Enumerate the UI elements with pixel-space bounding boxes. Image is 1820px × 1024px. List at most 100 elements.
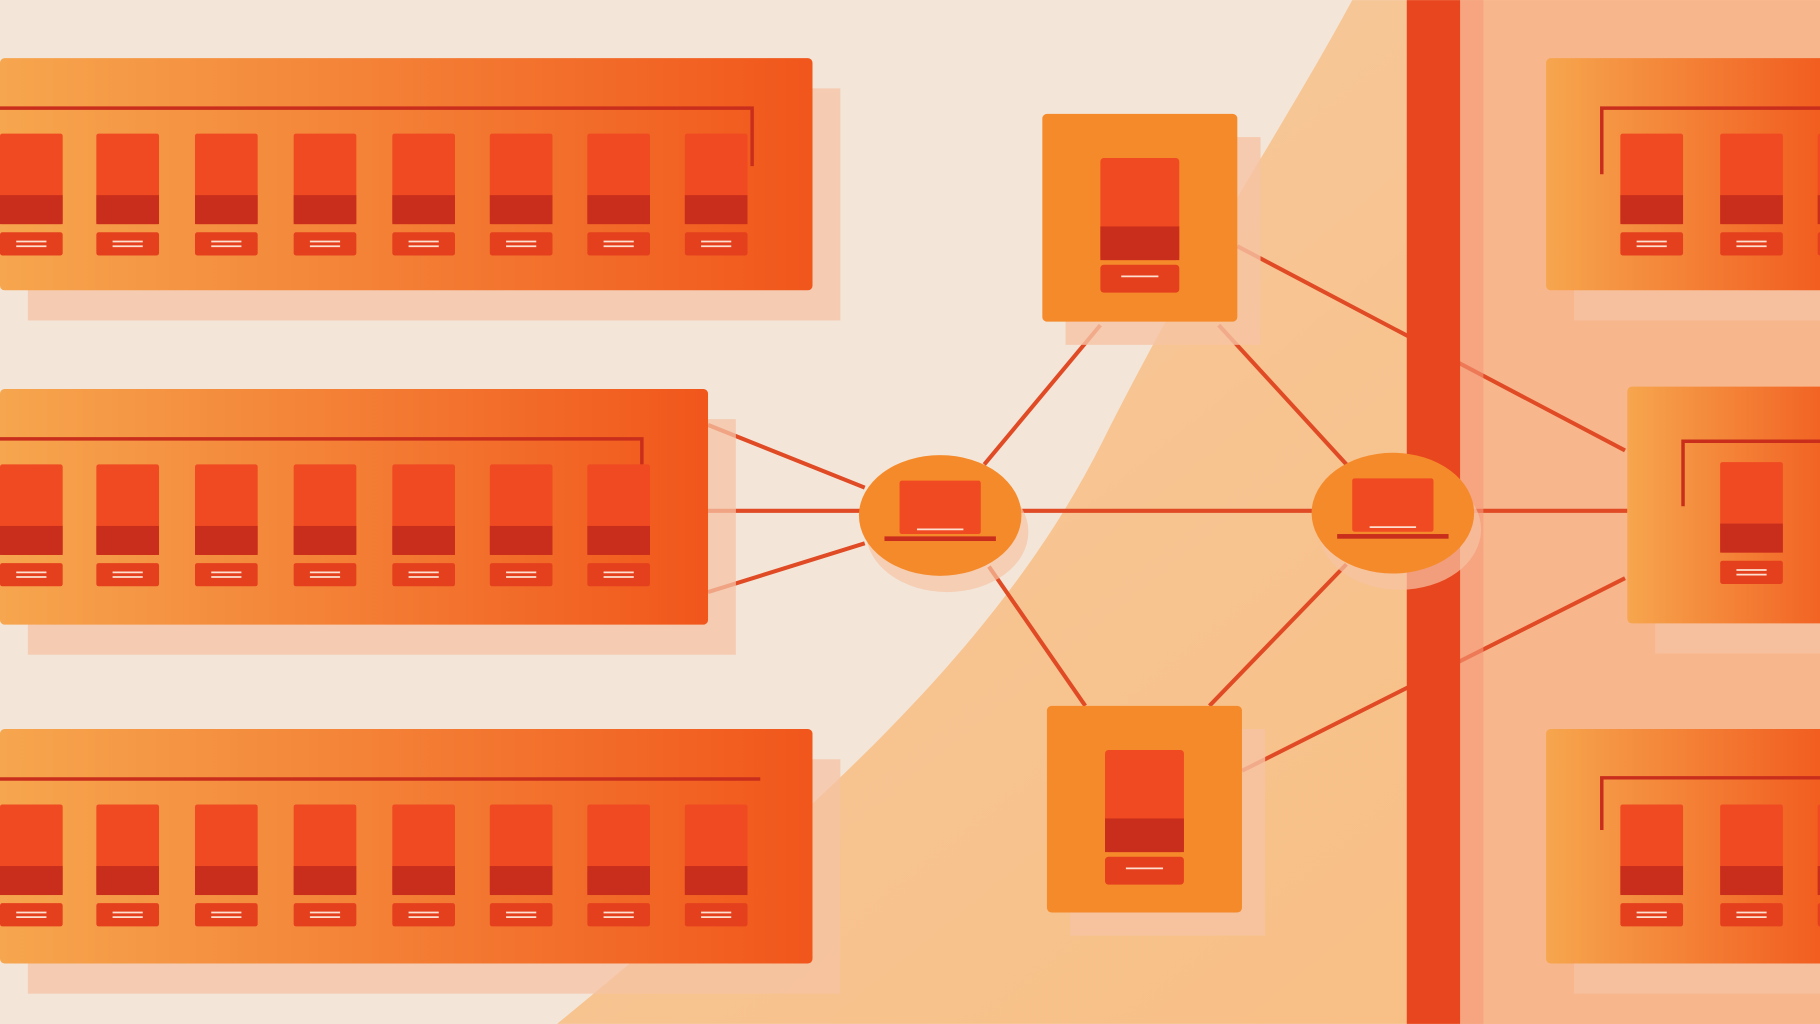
rack-slot [0,133,63,256]
laptop-hub [858,455,1029,593]
slot-label [587,563,650,587]
rack-slot [392,133,455,256]
slot-label [1720,903,1783,927]
slot-label [1620,232,1684,256]
slot-label [195,903,258,927]
slot-base [1817,195,1820,225]
rack-slot [684,804,748,927]
slot-label [489,903,553,927]
slot-label [96,232,160,256]
slot-base [684,195,748,225]
rack-slot [0,464,63,587]
rack-bracket [1600,776,1820,831]
slot-label [96,903,160,927]
slot-base [392,195,455,225]
slot-base [392,866,455,896]
link-line [987,565,1087,707]
node-server-label [1100,264,1180,293]
slot-base [0,866,63,896]
rack-bracket [0,106,754,167]
slot-label [684,903,748,927]
slot-label [0,232,63,256]
server-rack [0,388,736,655]
rack-slot [96,464,160,587]
rack-slot [489,804,553,927]
slot-label [392,232,455,256]
node-server-base [1105,818,1184,853]
rack-slot [1720,133,1783,256]
rack-slot [1817,133,1820,256]
slot-base [1620,866,1684,896]
slot-label [1817,903,1820,927]
rack-slot [195,804,258,927]
slot-label [684,232,748,256]
rack-bracket [1600,106,1820,175]
slot-label [392,903,455,927]
slot-base [293,525,357,555]
slot-base [587,866,650,896]
slot-base [0,195,63,225]
link-line [1208,562,1348,708]
server-node [1046,705,1266,936]
rack-slot [293,133,357,256]
slot-label [489,232,553,256]
slot-label [489,563,553,587]
laptop-hub [1311,452,1482,590]
slot-base [1720,866,1783,896]
rack-slot [1720,462,1783,584]
slot-label [1817,232,1820,256]
server-node [1042,113,1261,345]
rack-slot [489,133,553,256]
slot-base [96,195,160,225]
slot-label [96,563,160,587]
laptop-base-icon [1337,534,1449,539]
rack-slot [587,804,650,927]
rack-slot [293,804,357,927]
slot-base [195,525,258,555]
slot-label [0,903,63,927]
slot-base [684,866,748,896]
rack-slot [587,464,650,587]
slot-label [293,563,357,587]
rack-slot [293,464,357,587]
rack-slot [195,133,258,256]
slot-base [1720,195,1783,225]
rack-slot [1817,804,1820,927]
slot-base [96,866,160,896]
slot-base [587,525,650,555]
slot-base [489,866,553,896]
slot-base [195,866,258,896]
rack-slot [96,804,160,927]
slot-label [0,563,63,587]
slot-label [1720,232,1783,256]
rack-slot [587,133,650,256]
server-rack [1546,729,1820,994]
slot-base [489,195,553,225]
slot-base [392,525,455,555]
laptop-screen-icon [1352,478,1434,532]
slot-label [587,232,650,256]
slot-base [293,195,357,225]
slot-base [293,866,357,896]
slot-label [195,563,258,587]
rack-bracket [0,437,644,465]
rack-body [1546,58,1820,291]
server-rack [1627,386,1820,654]
server-rack [0,729,841,994]
slot-label [587,903,650,927]
laptop-base-icon [884,536,996,542]
slot-label [392,563,455,587]
slot-base [195,195,258,225]
rack-slot [392,804,455,927]
slot-label [1620,903,1684,927]
rack-slot [392,464,455,587]
rack-slot [684,133,748,256]
slot-base [1720,523,1783,553]
rack-slot [1620,804,1684,927]
slot-base [0,525,63,555]
rack-slot [1720,804,1783,927]
rack-slot [489,464,553,587]
laptop-screen-icon [899,480,981,535]
